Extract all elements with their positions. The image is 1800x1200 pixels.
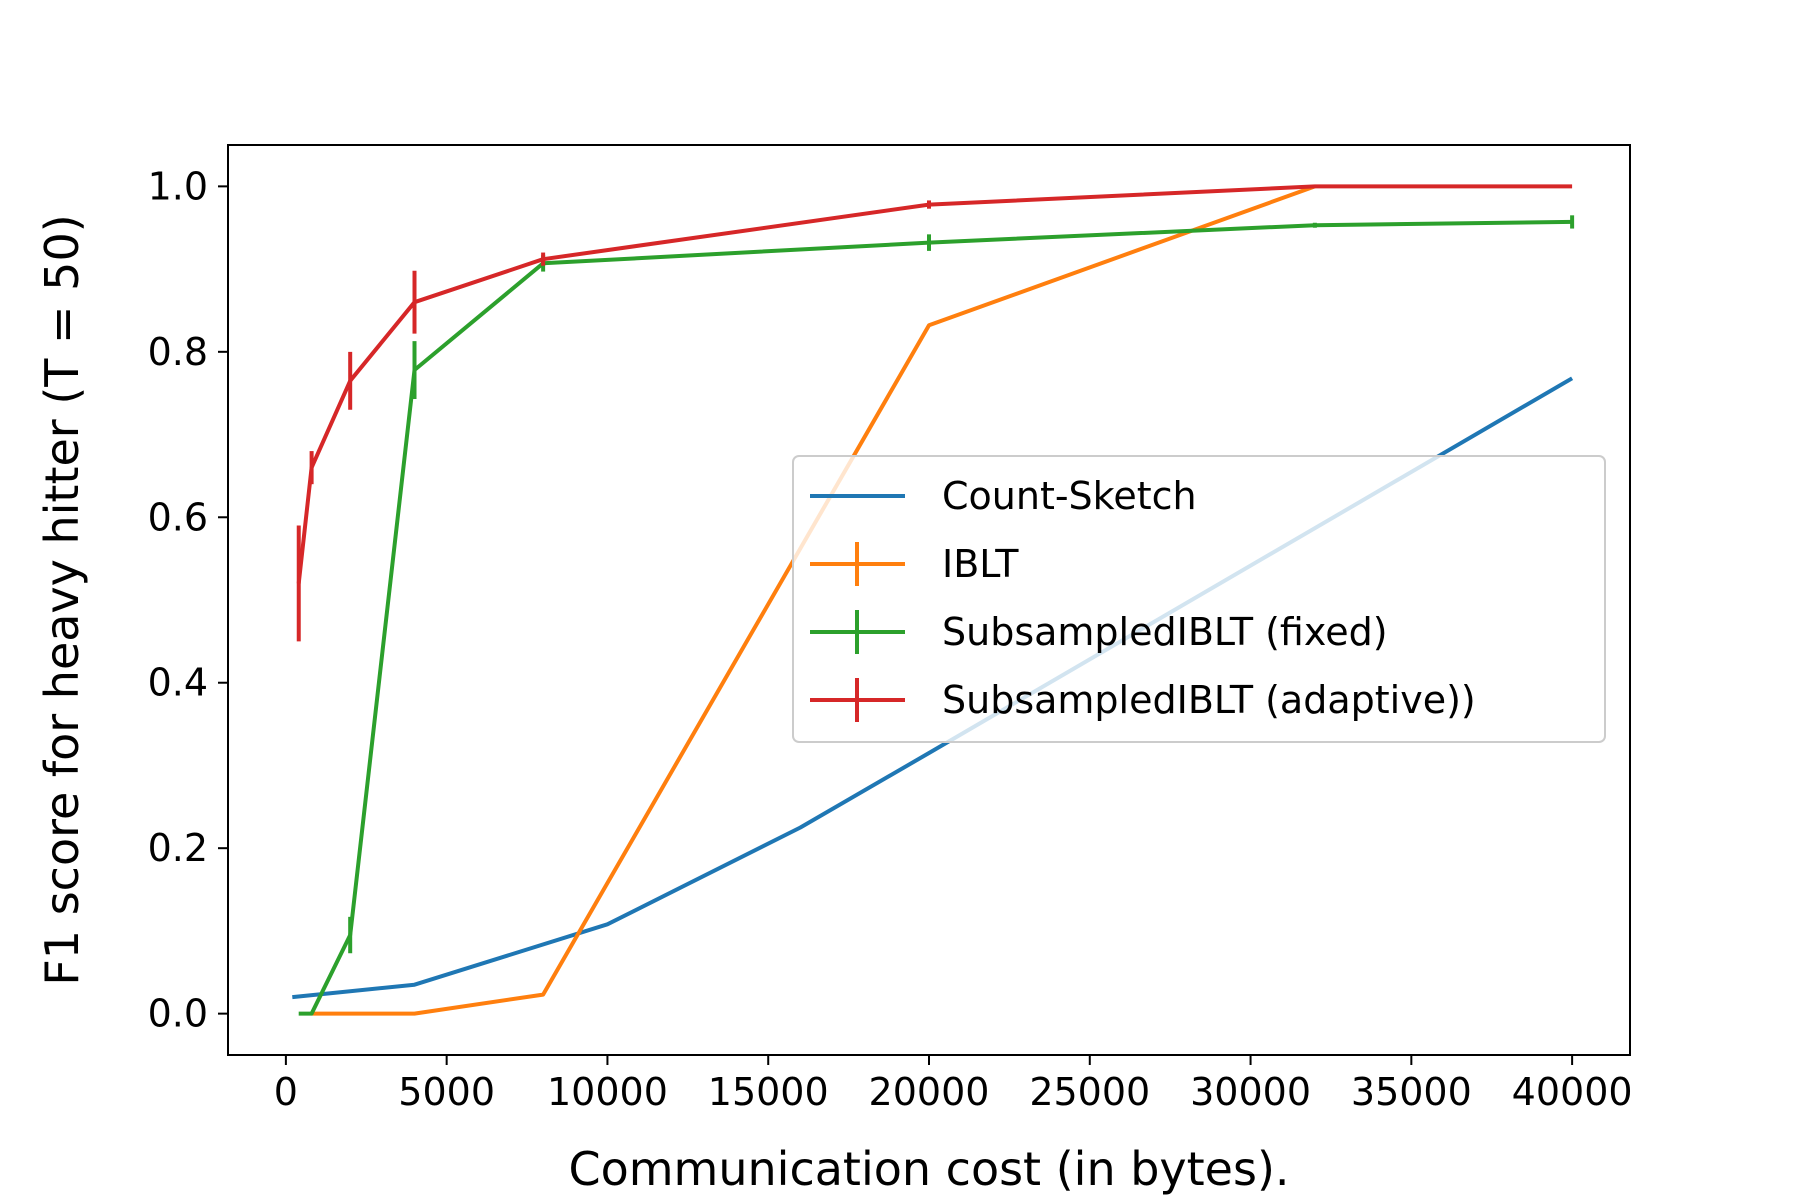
x-axis-title: Communication cost (in bytes). [568,1142,1289,1196]
y-axis-title: F1 score for heavy hitter (T = 50) [35,214,89,985]
y-axis: 0.0 0.2 0.4 0.6 0.8 1.0 [148,164,228,1036]
x-tick-label: 20000 [869,1070,990,1114]
x-tick-label: 40000 [1512,1070,1633,1114]
y-tick-label: 0.4 [148,661,208,705]
series-line [298,219,1573,1016]
y-tick-label: 1.0 [148,164,208,208]
x-tick-label: 25000 [1029,1070,1150,1114]
y-tick-label: 0.6 [148,495,208,539]
y-tick-label: 0.2 [148,826,208,870]
legend-label: IBLT [942,542,1019,586]
legend-label: Count-Sketch [942,474,1197,518]
x-tick-label: 10000 [547,1070,668,1114]
legend-box [792,455,1606,743]
x-axis: 0 5000 10000 15000 20000 25000 30000 35000 40000 [274,1055,1633,1114]
series-3 [296,184,1573,642]
x-tick-label: 0 [274,1070,298,1114]
x-tick-label: 15000 [708,1070,829,1114]
x-tick-label: 35000 [1351,1070,1472,1114]
plot-area [292,184,1575,1016]
y-tick-label: 0.8 [148,330,208,374]
legend-label: SubsampledIBLT (fixed) [942,610,1388,654]
x-tick-label: 5000 [398,1070,495,1114]
legend-label: SubsampledIBLT (adaptive)) [942,678,1476,722]
y-tick-label: 0.0 [148,992,208,1036]
series-line [311,184,1316,1016]
series-1 [311,184,1316,1016]
series-line [296,184,1573,584]
x-tick-label: 30000 [1190,1070,1311,1114]
